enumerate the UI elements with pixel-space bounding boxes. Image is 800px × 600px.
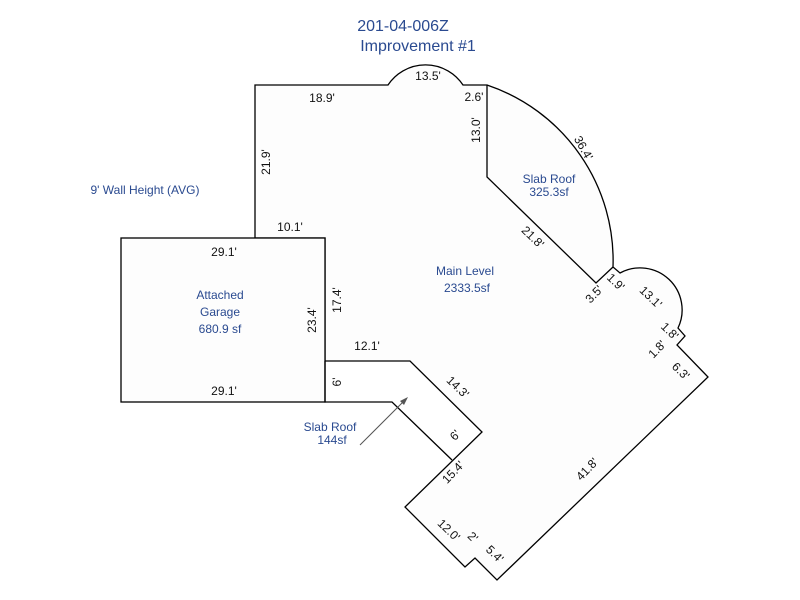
dim-label: 6' <box>330 378 344 387</box>
rear-slab-roof-label: Slab Roof <box>304 420 357 434</box>
slab-roof-area: 325.3sf <box>529 185 569 199</box>
main-level-area: 2333.5sf <box>444 281 491 295</box>
dim-label: 12.1' <box>354 339 380 353</box>
garage-label-1: Attached <box>196 288 243 302</box>
dim-label: 23.4' <box>305 307 319 333</box>
main-level-label: Main Level <box>436 264 494 278</box>
dim-label: 10.1' <box>277 220 303 234</box>
arrowhead-icon <box>400 397 408 405</box>
dim-label: 29.1' <box>211 384 237 398</box>
rear-slab-roof-outline <box>324 361 453 461</box>
dim-label: 21.9' <box>259 149 273 175</box>
dim-label: 13.0' <box>469 117 483 143</box>
dim-label: 2.6' <box>465 90 484 104</box>
slab-roof-outline <box>486 85 614 284</box>
garage-area: 680.9 sf <box>199 322 242 336</box>
title-line-2: Improvement #1 <box>360 38 476 55</box>
slab-roof-label: Slab Roof <box>523 172 576 186</box>
dim-label: 13.5' <box>415 69 441 83</box>
garage-outline <box>120 237 326 403</box>
main-level-outline <box>254 64 709 581</box>
garage-label-2: Garage <box>200 305 240 319</box>
rear-slab-roof-area: 144sf <box>317 433 347 447</box>
dim-label: 17.4' <box>330 287 344 313</box>
dim-label: 6' <box>447 427 463 443</box>
title-line-1: 201-04-006Z <box>357 18 449 35</box>
slab-roof-pointer-arrow <box>359 398 407 446</box>
dim-label: 18.9' <box>309 91 335 105</box>
wall-height-note: 9' Wall Height (AVG) <box>91 183 200 197</box>
dim-label: 29.1' <box>211 245 237 259</box>
